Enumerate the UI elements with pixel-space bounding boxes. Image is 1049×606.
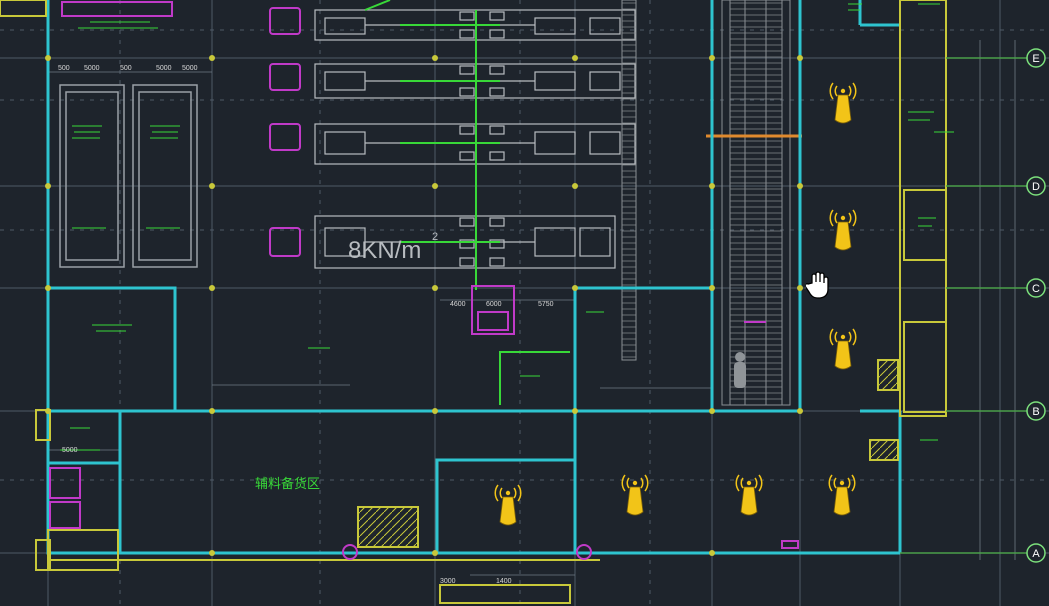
grab-hand-cursor-icon (806, 271, 829, 299)
rack-structure (621, 0, 791, 406)
storage-area-label: 辅料备货区 (255, 476, 320, 492)
dim-top-4: 5000 (156, 65, 172, 72)
purple-markers (49, 1, 799, 560)
dim-bottom-3: 5000 (62, 447, 78, 454)
dimension-lines (48, 40, 1016, 576)
axis-label-e: E (1032, 53, 1039, 65)
floor-load-superscript: 2 (432, 231, 438, 243)
dimension-text: 500 5000 500 5000 5000 4600 6000 5750 14… (58, 65, 554, 585)
axis-label-c: C (1032, 283, 1040, 295)
dim-top-5: 5000 (182, 65, 198, 72)
tank-rooms (59, 84, 198, 268)
axis-label-b: B (1032, 406, 1039, 418)
dim-top-2: 5000 (84, 65, 100, 72)
axis-label-a: A (1032, 548, 1040, 560)
dim-mid-2: 6000 (486, 301, 502, 308)
axis-label-d: D (1032, 181, 1040, 193)
yellow-structures (0, 0, 947, 604)
person-figure (734, 352, 746, 388)
grid-axis-labels: E D C B A (1032, 53, 1040, 560)
green-annotations (60, 3, 954, 451)
dim-bottom-1: 1400 (496, 578, 512, 585)
dim-mid-1: 4600 (450, 301, 466, 308)
green-piping (364, 0, 570, 405)
dim-top-3: 500 (120, 65, 132, 72)
grid-axis-bubbles (900, 48, 1046, 563)
dim-mid-3: 5750 (538, 301, 554, 308)
column-nodes (45, 55, 803, 556)
floor-load-label: 8KN/m (348, 237, 421, 264)
dim-top-1: 500 (58, 65, 70, 72)
dim-bottom-2: 3000 (440, 578, 456, 585)
